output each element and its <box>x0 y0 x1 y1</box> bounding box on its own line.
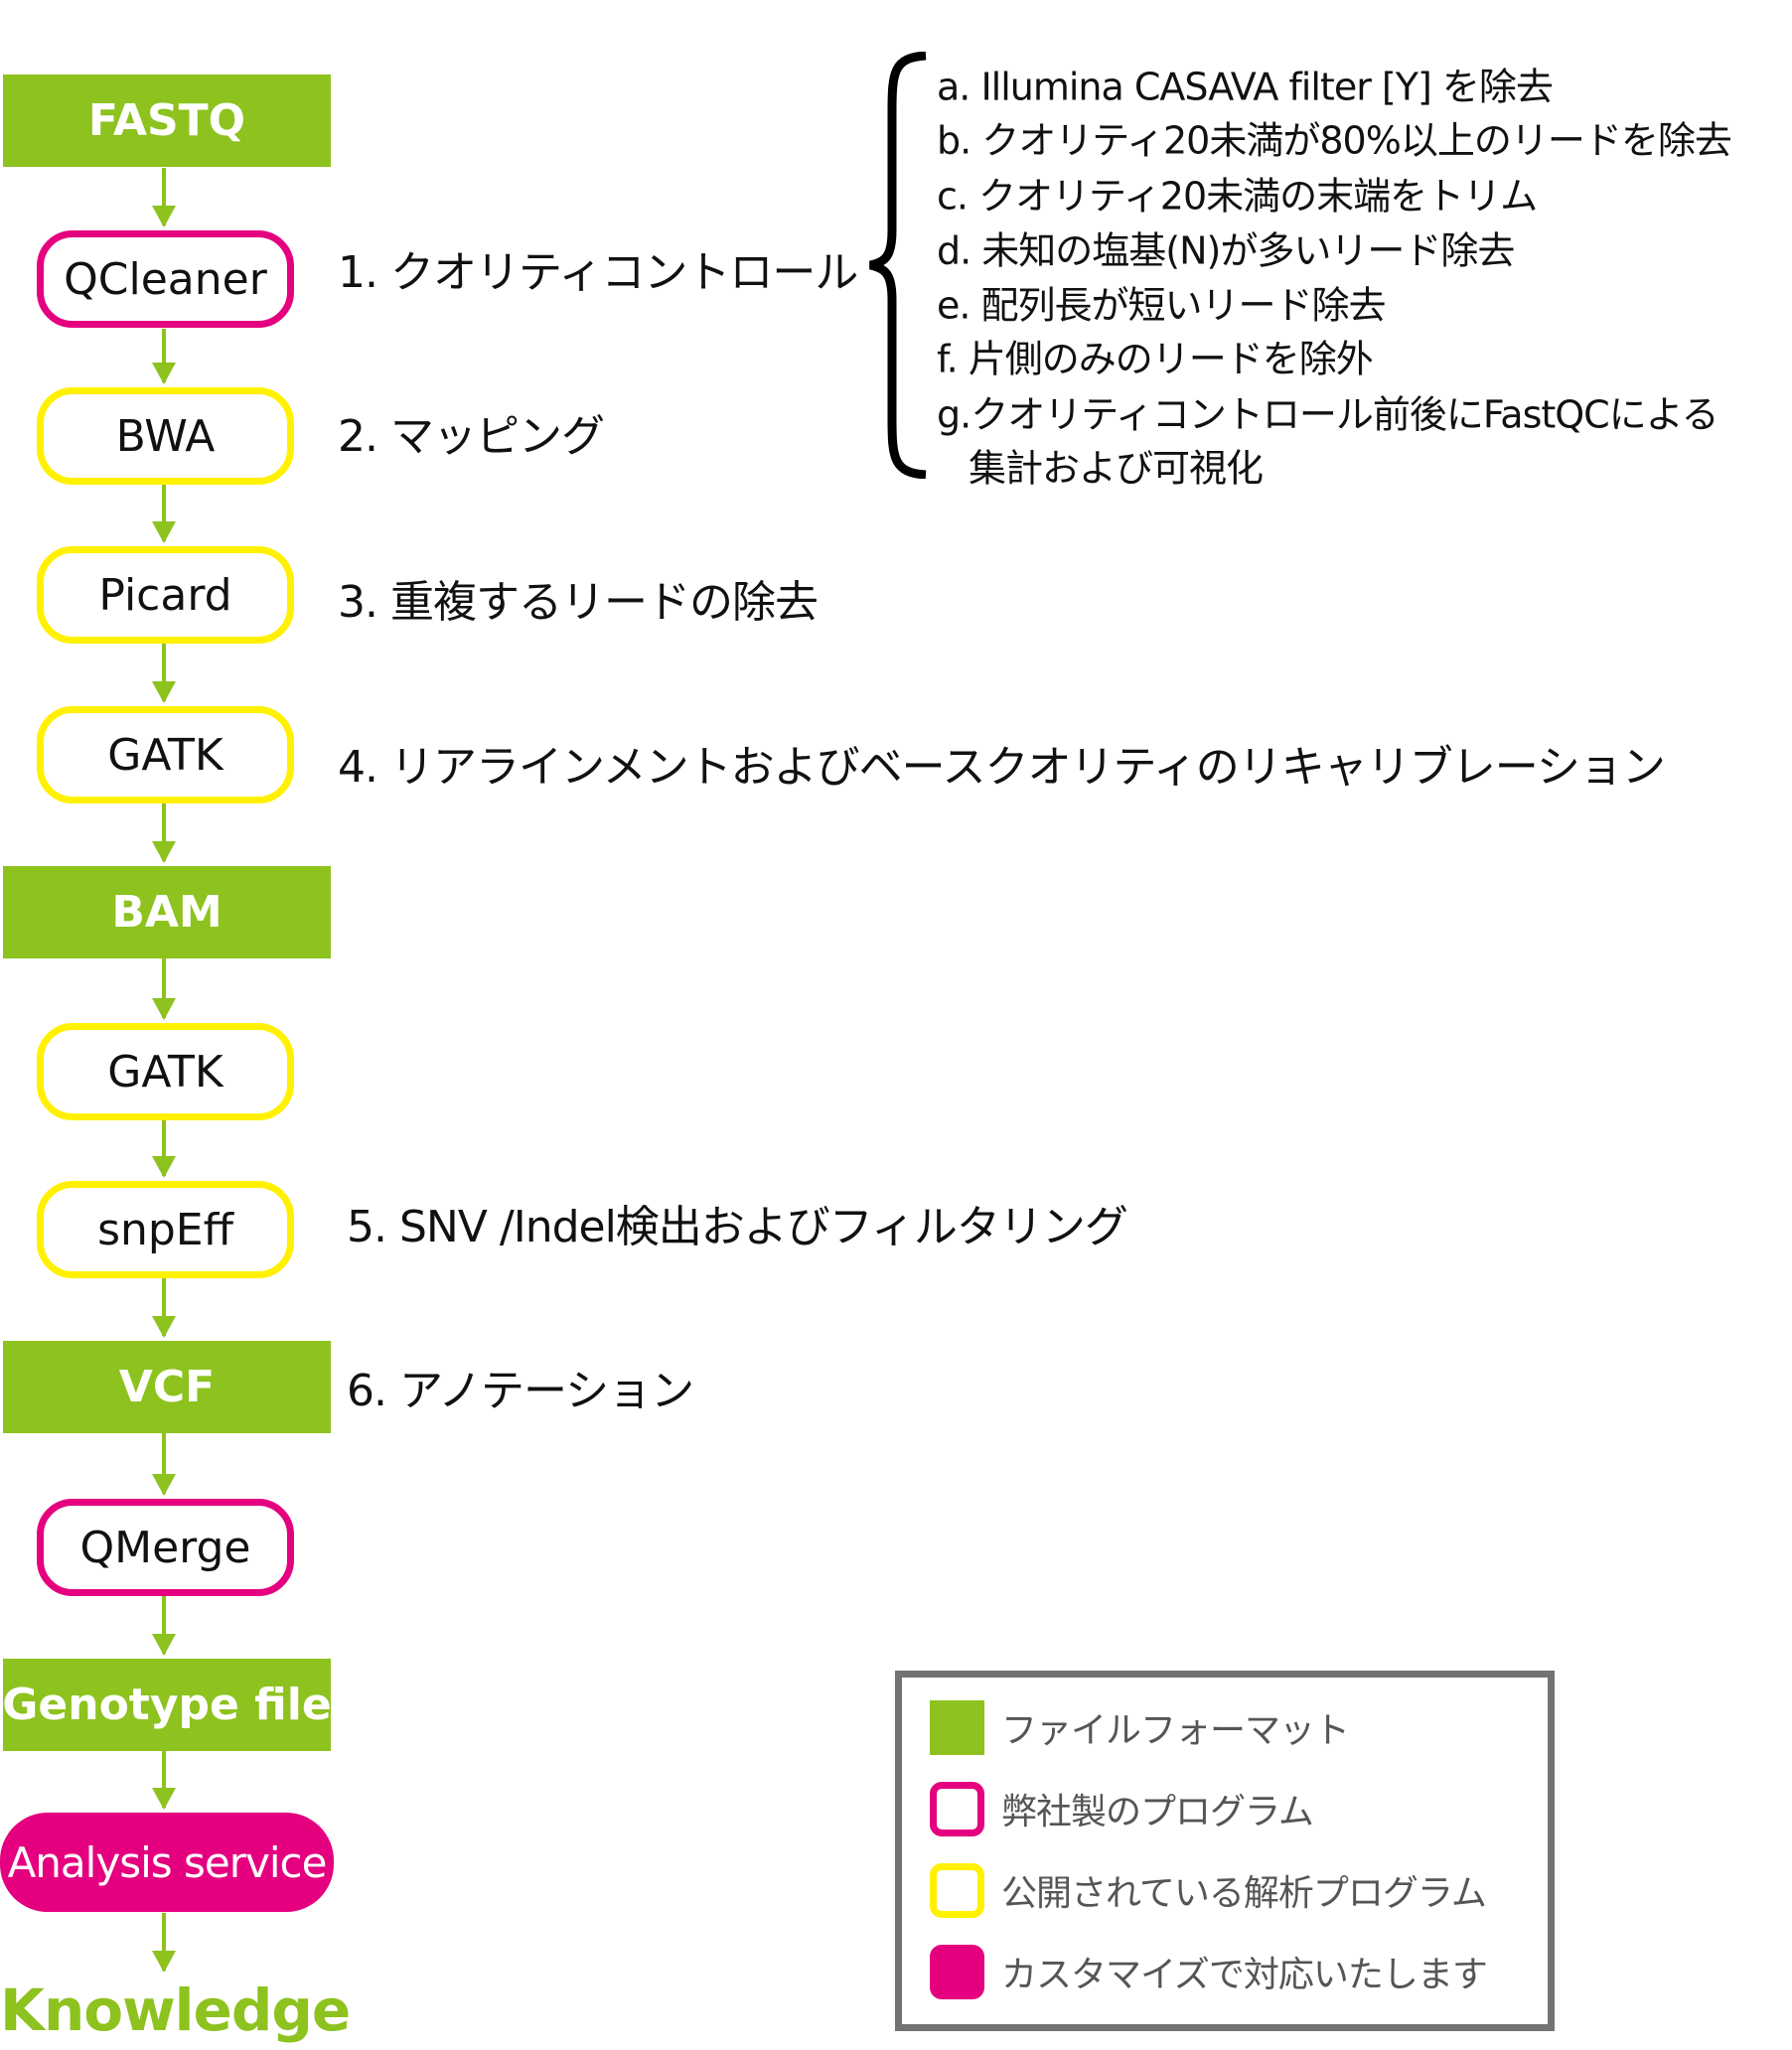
genotype-file-box: Genotype file <box>2 1659 332 1751</box>
analysis-service-box: Analysis service <box>0 1813 334 1912</box>
legend-file-format-swatch <box>930 1700 984 1755</box>
flow-arrow <box>152 1750 176 1810</box>
flow-arrow <box>152 1278 176 1338</box>
step-label-realign: 4. リアラインメントおよびベースクオリティのリキャリブレーション <box>338 742 1666 793</box>
step-label-dedup: 3. 重複するリードの除去 <box>338 577 819 628</box>
qcleaner-program-box: QCleaner <box>37 230 294 328</box>
picard-program-box: Picard <box>37 546 294 644</box>
flow-arrow <box>152 485 176 543</box>
knowledge-label: Knowledge <box>0 1977 351 2044</box>
gatk-program-box: GATK <box>37 706 294 804</box>
qc-detail-item: g.クオリティコントロール前後にFastQCによる <box>937 392 1719 437</box>
qc-detail-item-continued: 集計および可視化 <box>969 446 1264 491</box>
flow-arrow <box>152 804 176 863</box>
legend-own-program-swatch <box>930 1782 984 1836</box>
qc-detail-item: c. クオリティ20未満の末端をトリム <box>937 174 1538 219</box>
qc-detail-item: e. 配列長が短いリード除去 <box>937 283 1387 328</box>
step-label-variant-calling: 5. SNV /Indel検出およびフィルタリング <box>347 1202 1128 1252</box>
vcf-file-box: VCF <box>3 1341 331 1433</box>
legend-public-program-swatch <box>930 1863 984 1918</box>
legend: ファイルフォーマット 弊社製のプログラム 公開されている解析プログラム カスタマ… <box>895 1671 1555 2031</box>
flow-arrow <box>152 644 176 703</box>
flow-arrow <box>152 329 176 384</box>
flow-arrow <box>152 1120 176 1178</box>
curly-brace-icon <box>868 52 927 479</box>
fastq-file-box: FASTQ <box>3 74 331 167</box>
flow-arrow <box>152 958 176 1020</box>
flow-arrow <box>152 1913 176 1973</box>
qc-detail-item: d. 未知の塩基(N)が多いリード除去 <box>937 228 1515 273</box>
legend-custom-service-swatch <box>930 1945 984 1999</box>
qc-detail-item: a. Illumina CASAVA filter [Y] を除去 <box>937 65 1554 109</box>
legend-own-program-label: 弊社製のプログラム <box>1001 1792 1314 1832</box>
snpeff-program-box: snpEff <box>37 1181 294 1278</box>
legend-file-format-label: ファイルフォーマット <box>1001 1710 1350 1751</box>
bam-file-box: BAM <box>3 866 331 958</box>
flow-arrow <box>152 1596 176 1656</box>
qc-detail-item: f. 片側のみのリードを除外 <box>937 337 1374 381</box>
gatk-variant-program-box: GATK <box>37 1023 294 1120</box>
bwa-program-box: BWA <box>37 387 294 485</box>
legend-custom-service-label: カスタマイズで対応いたします <box>1001 1955 1488 1995</box>
qc-detail-item: b. クオリティ20未満が80%以上のリードを除去 <box>937 118 1732 163</box>
step-label-qc: 1. クオリティコントロール <box>338 247 858 298</box>
qmerge-program-box: QMerge <box>37 1499 294 1596</box>
step-label-mapping: 2. マッピング <box>338 411 605 462</box>
legend-public-program-label: 公開されている解析プログラム <box>1001 1873 1487 1914</box>
flow-arrow <box>152 1433 176 1496</box>
flow-arrow <box>152 168 176 227</box>
step-label-annotation: 6. アノテーション <box>347 1366 694 1416</box>
